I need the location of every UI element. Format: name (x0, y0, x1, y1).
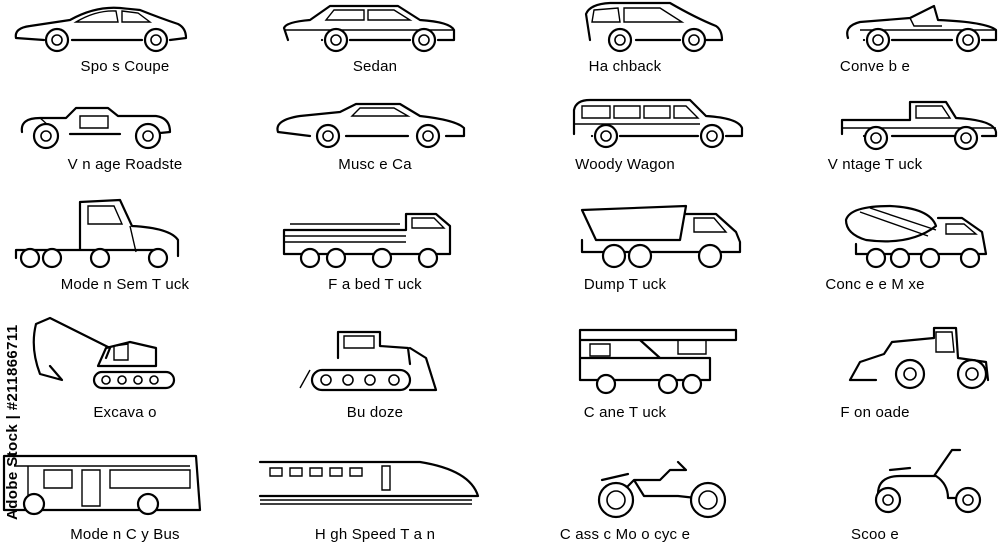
vehicle-label: C ass c Mo o cyc e (559, 526, 691, 543)
vehicle-cell-crane-truck: C ane T uck (500, 318, 750, 426)
vintage-roadster-icon (20, 106, 172, 150)
vehicle-label: V n age Roadste (67, 156, 183, 173)
vehicle-cell-sports-coupe: Spo s Coupe (0, 0, 250, 108)
vehicle-cell-city-bus: Mode n C y Bus (0, 440, 250, 548)
muscle-car-icon (276, 102, 466, 149)
vehicle-cell-muscle-car: Musc e Ca (250, 98, 500, 206)
sports-coupe-icon (14, 6, 188, 53)
vehicle-cell-vintage-roadster: V n age Roadste (0, 98, 250, 206)
vehicle-cell-woody-wagon: Woody Wagon (500, 98, 750, 206)
vehicle-label: Bu doze (346, 404, 404, 421)
vehicle-label: F on oade (840, 404, 910, 421)
semi-truck-icon (14, 198, 180, 269)
vehicle-cell-bulldozer: Bu doze (250, 318, 500, 426)
vehicle-cell-scooter: Scoo e (750, 440, 1000, 548)
vehicle-cell-dump-truck: Dump T uck (500, 196, 750, 304)
scooter-icon (874, 448, 982, 514)
front-loader-icon (848, 326, 990, 390)
vehicle-label: Conc e e M xe (825, 276, 925, 293)
crane-truck-icon (578, 328, 738, 395)
flatbed-truck-icon (282, 212, 452, 269)
vehicle-label: Woody Wagon (575, 156, 675, 173)
vehicle-label: Musc e Ca (338, 156, 412, 173)
high-speed-train-icon (258, 460, 480, 505)
vintage-truck-icon (840, 100, 998, 151)
vehicle-cell-flatbed-truck: F a bed T uck (250, 196, 500, 304)
vehicle-label: Mode n Sem T uck (60, 276, 190, 293)
vehicle-label: Dump T uck (583, 276, 667, 293)
dump-truck-icon (580, 204, 742, 269)
vehicle-cell-convertible: Conve b e (750, 0, 1000, 108)
vehicle-label: H gh Speed T a n (314, 526, 436, 543)
vehicle-label: Ha chback (588, 58, 662, 75)
vehicle-cell-high-speed-train: H gh Speed T a n (250, 440, 500, 548)
stock-id-text: Adobe Stock | #211866711 (4, 324, 21, 520)
vehicle-label: Mode n C y Bus (70, 526, 180, 543)
concrete-mixer-icon (844, 204, 988, 269)
vehicle-cell-hatchback: Ha chback (500, 0, 750, 108)
vehicle-label: Conve b e (839, 58, 911, 75)
vehicle-label: C ane T uck (583, 404, 667, 421)
bulldozer-icon (299, 330, 438, 392)
vehicle-cell-front-loader: F on oade (750, 318, 1000, 426)
vehicle-cell-excavator: Excava o (0, 316, 250, 426)
excavator-icon (32, 316, 176, 390)
vehicle-cell-semi-truck: Mode n Sem T uck (0, 196, 250, 304)
vehicle-cell-concrete-mixer: Conc e e M xe (750, 196, 1000, 304)
convertible-icon (846, 4, 998, 53)
sedan-icon (282, 4, 456, 53)
vehicle-label: Excava o (93, 404, 157, 421)
vehicle-cell-vintage-truck: V ntage T uck (750, 98, 1000, 206)
vehicle-label: Scoo e (851, 526, 899, 543)
hatchback-icon (584, 1, 724, 53)
woody-wagon-icon (572, 98, 744, 149)
vehicle-label: Sedan (352, 58, 398, 75)
vehicle-cell-sedan: Sedan (250, 0, 500, 108)
vehicle-label: Spo s Coupe (80, 58, 170, 75)
motorcycle-icon (597, 460, 727, 519)
vehicle-label: V ntage T uck (827, 156, 923, 173)
vehicle-label: F a bed T uck (328, 276, 422, 293)
vehicle-cell-motorcycle: C ass c Mo o cyc e (500, 440, 750, 548)
city-bus-icon (2, 454, 202, 516)
